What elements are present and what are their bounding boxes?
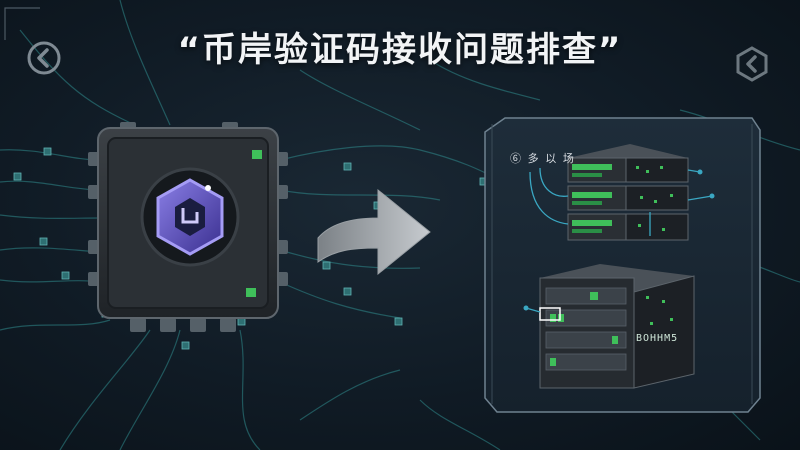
corner-frame [4,7,40,40]
server-bottom-label: BOHHM5 [636,333,679,344]
server-stack-top [529,144,715,241]
crypto-chip [88,122,288,332]
hexagon-back-icon [736,46,768,82]
forward-arrow-icon [317,188,431,276]
page-title: “币岸验证码接收问题排查” [177,30,623,70]
back-arrow-icon [27,41,61,75]
crypto-cube-logo-icon [156,178,224,256]
server-rack-bottom [523,264,695,389]
hexagon-nav-button[interactable] [732,44,772,84]
back-button[interactable] [24,38,64,78]
server-panel [484,117,761,413]
server-top-label: ⑥ 多 以 场 [510,152,574,165]
